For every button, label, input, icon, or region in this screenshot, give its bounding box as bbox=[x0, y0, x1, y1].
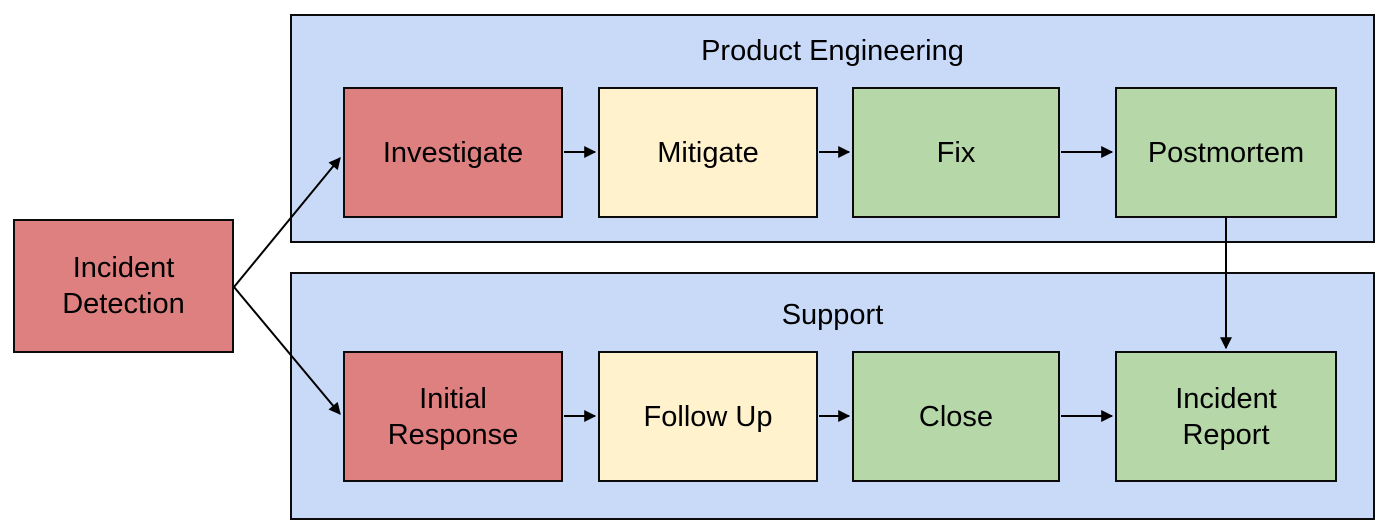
node-initial-response: Initial Response bbox=[343, 351, 563, 482]
lane-title-product-engineering: Product Engineering bbox=[701, 35, 964, 67]
node-postmortem: Postmortem bbox=[1115, 87, 1337, 218]
node-mitigate: Mitigate bbox=[598, 87, 818, 218]
node-close: Close bbox=[852, 351, 1060, 482]
node-fix: Fix bbox=[852, 87, 1060, 218]
node-incident-report: Incident Report bbox=[1115, 351, 1337, 482]
node-investigate: Investigate bbox=[343, 87, 563, 218]
lane-title-support: Support bbox=[781, 299, 884, 331]
node-incident-detection: Incident Detection bbox=[13, 219, 234, 353]
node-follow-up: Follow Up bbox=[598, 351, 818, 482]
